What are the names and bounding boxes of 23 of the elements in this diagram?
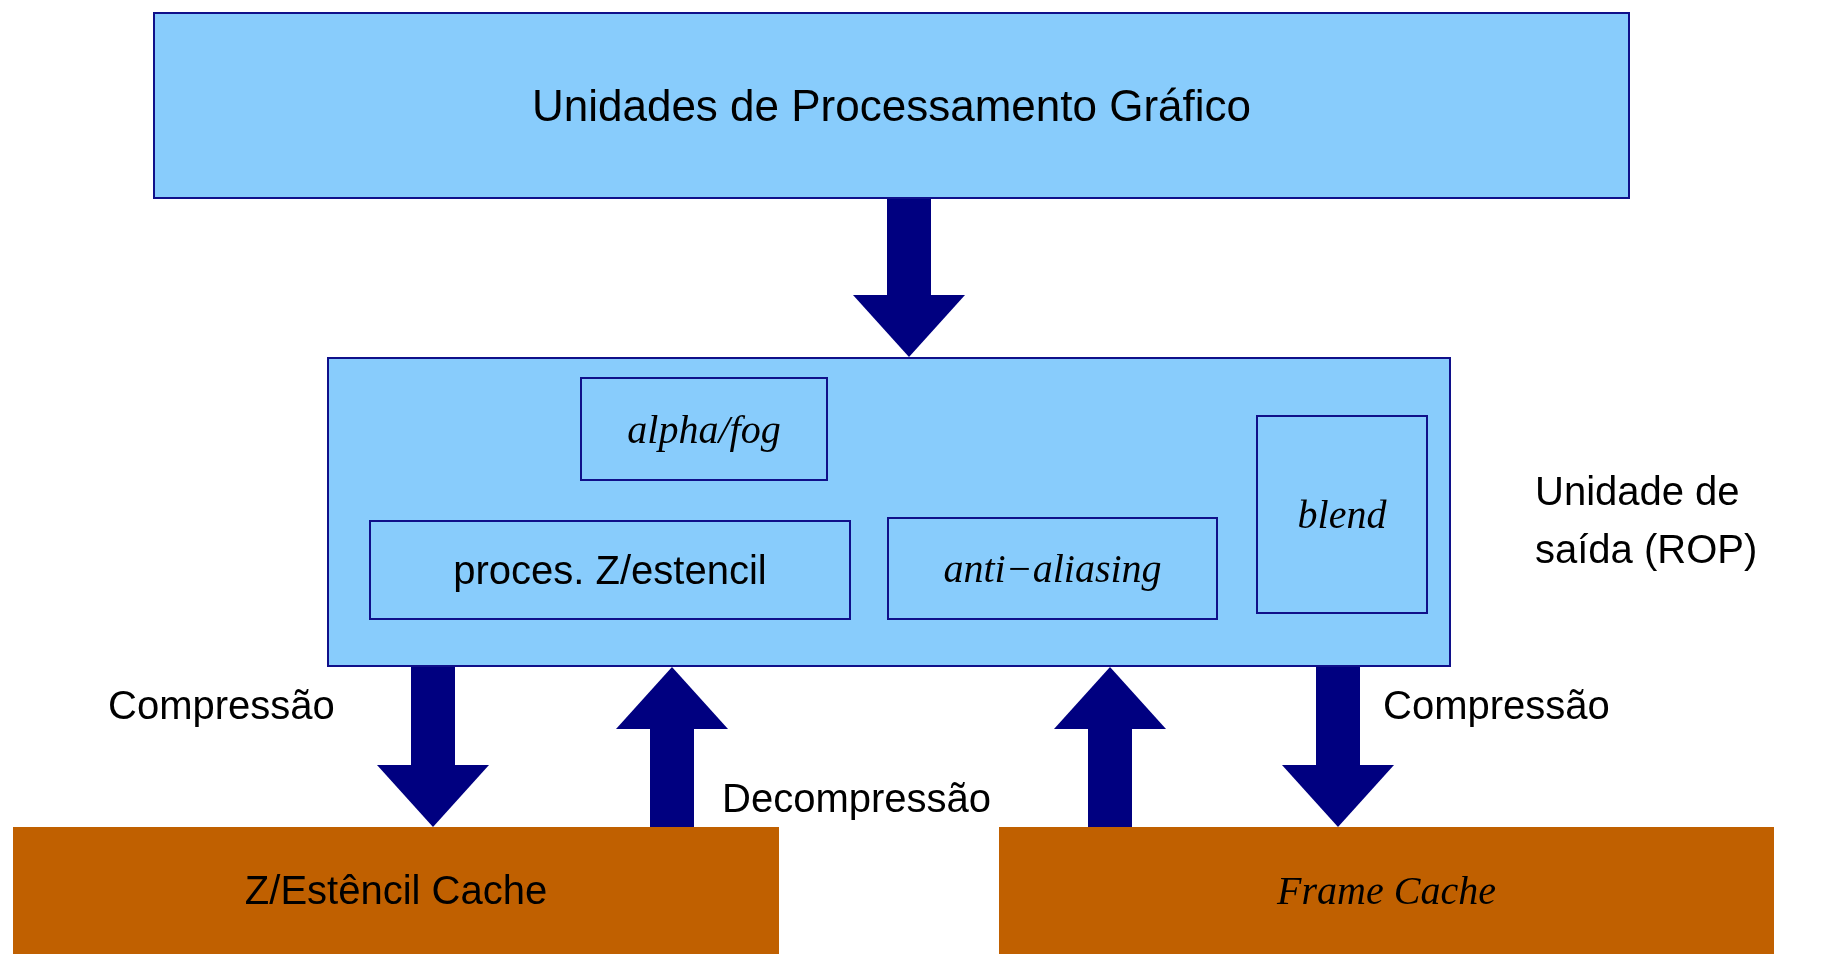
box-label: alpha/fog (627, 405, 781, 453)
edge-label: Compressão (108, 683, 335, 728)
process-box (887, 517, 1218, 620)
cache-label: Z/Estêncil Cache (244, 868, 548, 913)
process-box (580, 377, 828, 481)
cache-block (999, 827, 1774, 954)
block-arrow (853, 199, 965, 357)
box-label: anti−aliasing (943, 545, 1162, 592)
block-arrow (616, 667, 728, 827)
block-arrow (1054, 667, 1166, 827)
cache-label: Frame Cache (1277, 867, 1496, 914)
unit-caption: Unidade de saída (ROP) (1535, 468, 1759, 573)
edge-label: Compressão (1383, 683, 1610, 728)
box-label: Unidades de Processamento Gráfico (531, 80, 1251, 131)
cache-block (13, 827, 779, 954)
process-box (369, 520, 851, 620)
process-box (153, 12, 1630, 199)
box-label: proces. Z/estencil (453, 547, 767, 593)
block-arrow (377, 667, 489, 827)
block-arrow (1282, 667, 1394, 827)
edge-label: Decompressão (722, 776, 991, 821)
box-label: blend (1297, 491, 1387, 538)
process-box (1256, 415, 1428, 614)
